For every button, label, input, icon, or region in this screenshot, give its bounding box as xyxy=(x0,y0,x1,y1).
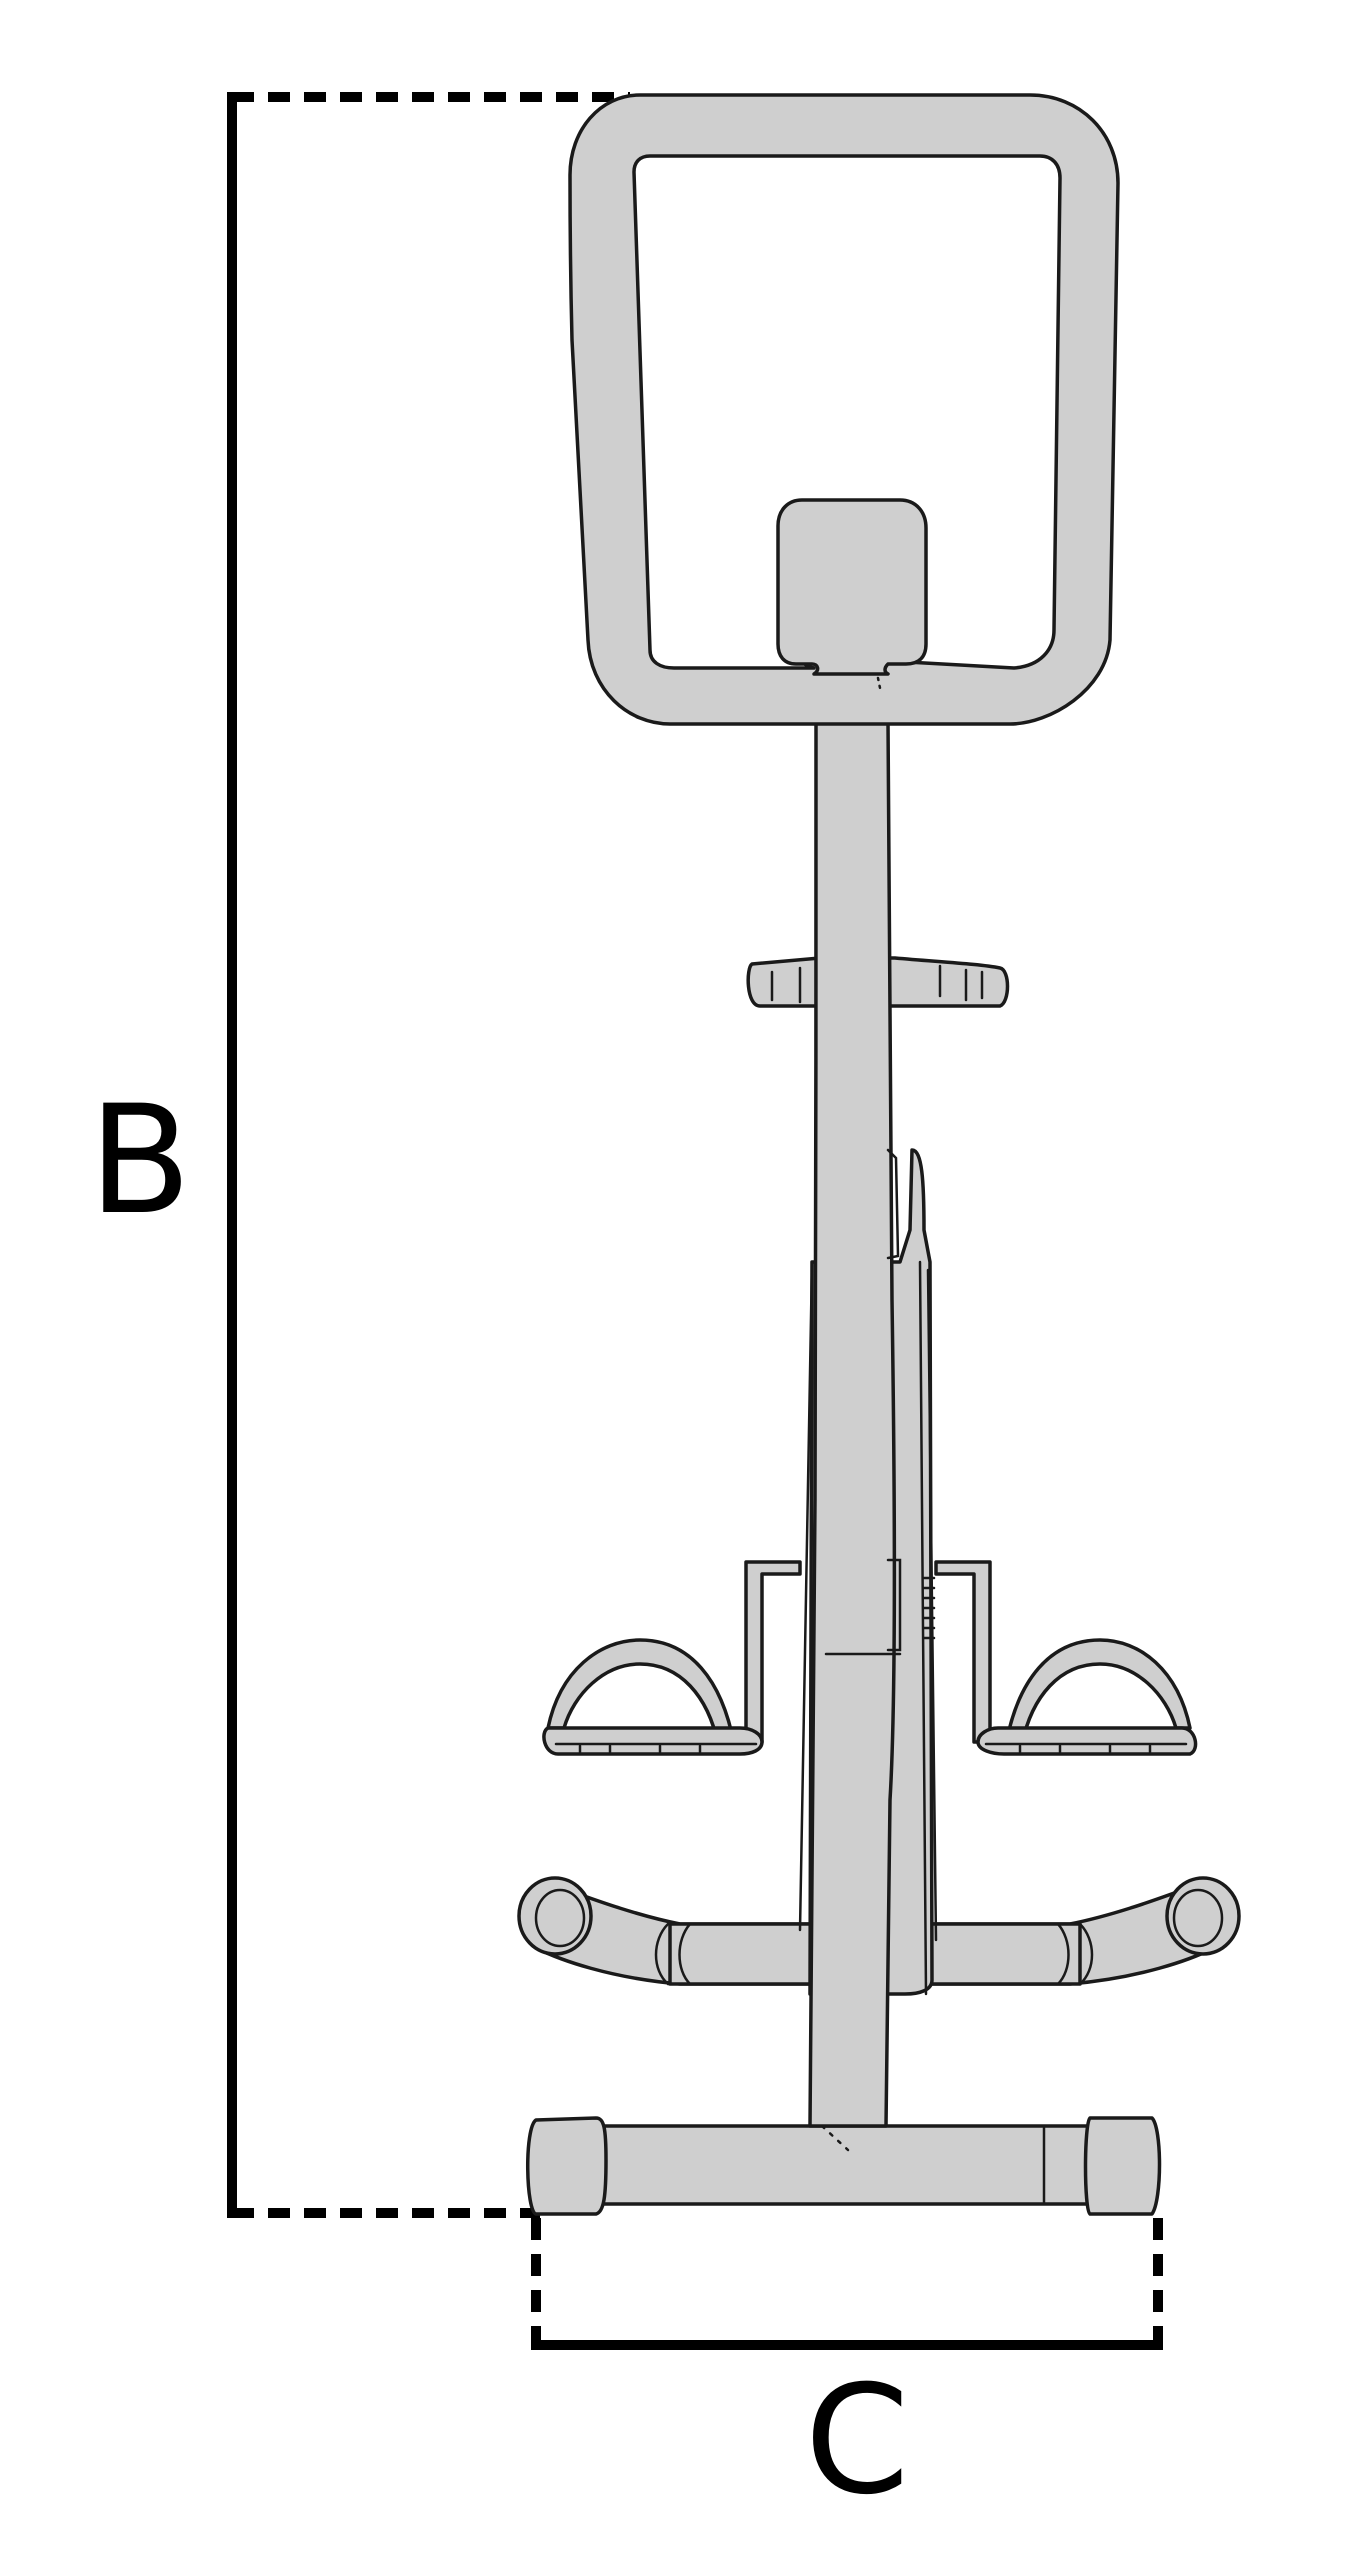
pedal-left-crank xyxy=(744,1560,802,1744)
dimension-c-label: C xyxy=(805,2354,910,2528)
lower-bar-left-band xyxy=(654,1922,692,1986)
handlebar-upper xyxy=(568,93,1120,726)
pedal-left-detail xyxy=(554,1742,758,1754)
base-bar xyxy=(598,2124,1102,2206)
main-post xyxy=(808,720,902,2152)
lower-bar-right-cap-ring xyxy=(1172,1888,1224,1948)
post-side-bracket xyxy=(886,1148,902,1652)
post-tube xyxy=(808,720,897,2128)
exercise-bike xyxy=(517,93,1241,2216)
dimension-c: C xyxy=(531,2218,1163,2528)
dimension-b-label: B xyxy=(89,1074,192,1248)
pedal-right-detail xyxy=(984,1742,1188,1754)
base-right-foot xyxy=(1083,2116,1162,2216)
dimension-b: B xyxy=(89,92,630,2218)
lower-bar-right-cap xyxy=(1165,1876,1241,1956)
console-mount xyxy=(776,498,928,676)
seat-seams xyxy=(770,964,984,1004)
flywheel-hub-ticks xyxy=(922,1576,936,1640)
base-left-foot xyxy=(526,2116,608,2216)
lower-bar-right-band xyxy=(1056,1922,1094,1986)
pedal-left-platform xyxy=(542,1726,764,1756)
console-mount-dots xyxy=(876,676,882,690)
pedal-right-crank xyxy=(934,1560,992,1744)
pedal-left xyxy=(542,1560,802,1756)
lower-bar-left-cap xyxy=(517,1876,593,1956)
pedal-right xyxy=(934,1560,1198,1756)
pedal-right-platform xyxy=(976,1726,1198,1756)
lower-bar-left-cap-ring xyxy=(534,1888,586,1948)
base-stabilizer xyxy=(526,2116,1162,2216)
